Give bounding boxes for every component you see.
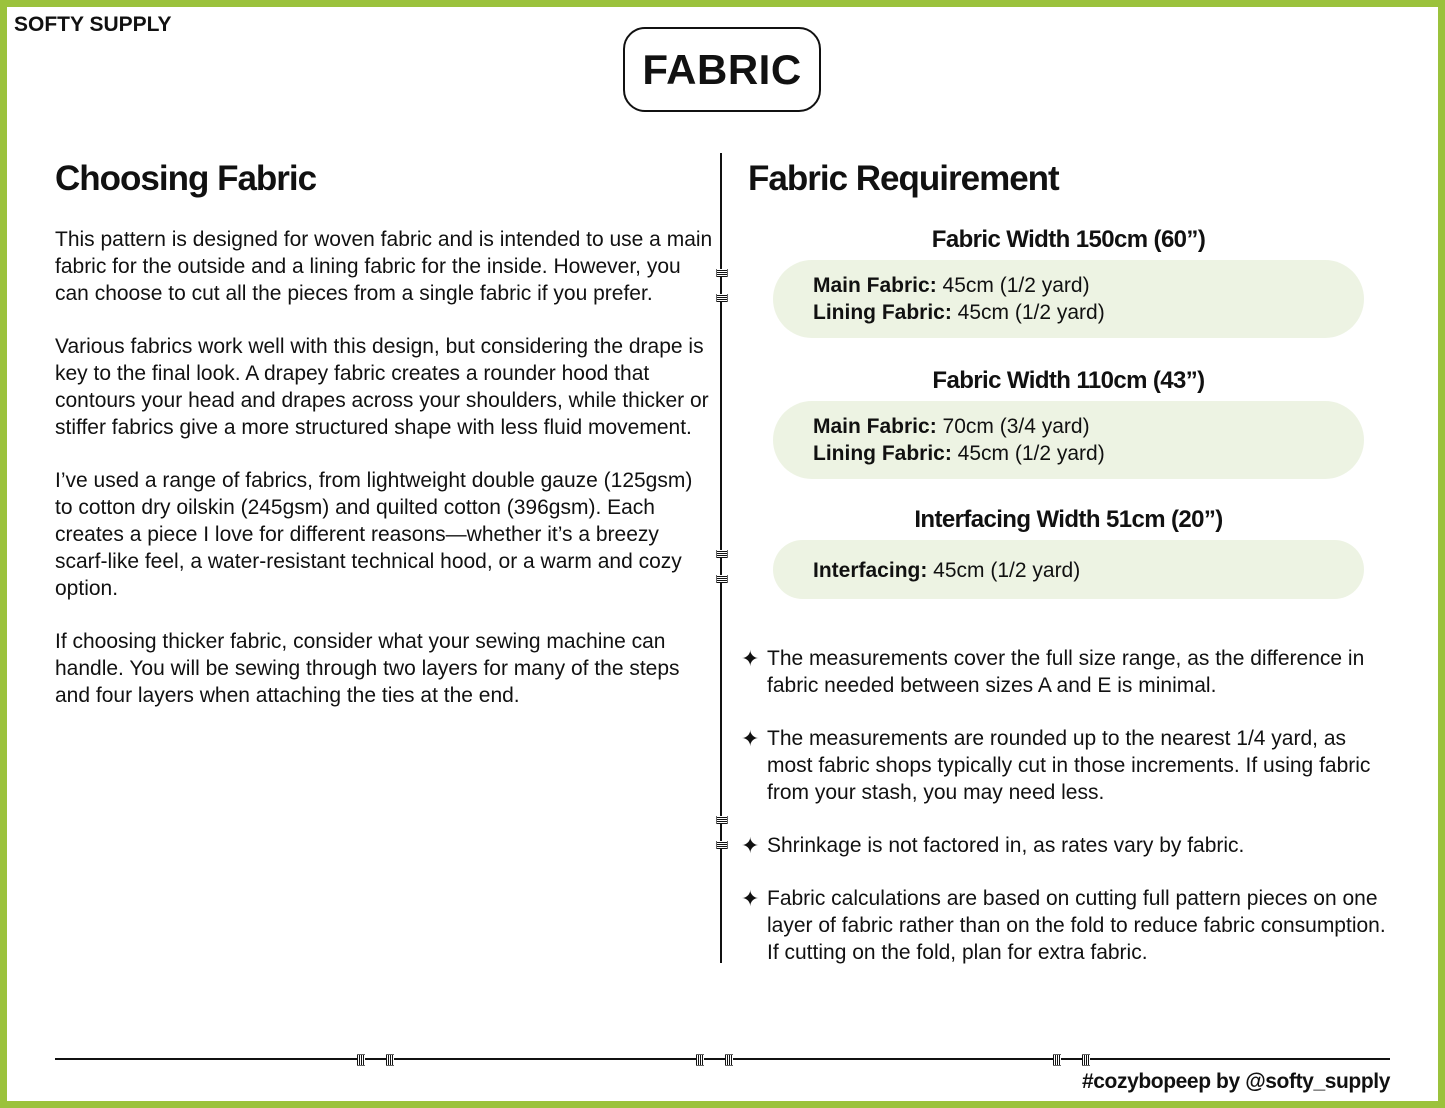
paragraph: If choosing thicker fabric, consider wha… xyxy=(55,630,680,707)
footer-hashtag: #cozybopeep by @softy_supply xyxy=(1081,1070,1390,1093)
choosing-fabric-body: This pattern is designed for woven fabri… xyxy=(55,226,715,735)
note-text: The measurements cover the full size ran… xyxy=(767,647,1365,697)
row-value: 70cm (3/4 yard) xyxy=(936,415,1090,438)
list-item: ✦ The measurements are rounded up to the … xyxy=(741,725,1391,806)
row-value: 45cm (1/2 yard) xyxy=(951,442,1105,465)
requirement-section: Fabric Width 150cm (60”) Main Fabric: 45… xyxy=(773,226,1364,338)
fabric-requirement-heading: Fabric Requirement xyxy=(748,159,1060,198)
sparkle-icon: ✦ xyxy=(741,646,760,671)
row-value: 45cm (1/2 yard) xyxy=(951,301,1105,324)
stitch-mark xyxy=(357,1054,365,1066)
stitch-mark xyxy=(696,1054,704,1066)
stitch-mark xyxy=(1082,1054,1090,1066)
requirement-box: Interfacing: 45cm (1/2 yard) xyxy=(773,540,1364,599)
stitch-mark xyxy=(716,550,728,558)
bottom-divider xyxy=(55,1054,1390,1066)
choosing-fabric-heading: Choosing Fabric xyxy=(55,159,317,198)
sparkle-icon: ✦ xyxy=(741,833,760,858)
row-value: 45cm (1/2 yard) xyxy=(936,274,1090,297)
note-text: Shrinkage is not factored in, as rates v… xyxy=(767,834,1245,857)
section-title: Fabric Width 150cm (60”) xyxy=(931,226,1206,253)
list-item: ✦ Shrinkage is not factored in, as rates … xyxy=(741,832,1391,859)
stitch-mark xyxy=(716,816,728,824)
row-label: Main Fabric: xyxy=(813,415,937,438)
row-label: Lining Fabric: xyxy=(813,442,952,465)
list-item: ✦ The measurements cover the full size ra… xyxy=(741,645,1391,699)
note-text: The measurements are rounded up to the n… xyxy=(767,727,1371,804)
paragraph: I’ve used a range of fabrics, from light… xyxy=(55,469,693,600)
stitch-mark xyxy=(716,841,728,849)
requirement-box: Main Fabric: 70cm (3/4 yard) Lining Fabr… xyxy=(773,401,1364,479)
list-item: ✦ Fabric calculations are based on cuttin… xyxy=(741,885,1391,966)
sparkle-icon: ✦ xyxy=(741,886,760,911)
note-text: Fabric calculations are based on cutting… xyxy=(767,887,1386,964)
row-value: 45cm (1/2 yard) xyxy=(927,559,1081,582)
notes-list: ✦ The measurements cover the full size ra… xyxy=(741,645,1391,992)
row-label: Interfacing: xyxy=(813,559,928,582)
row-label: Main Fabric: xyxy=(813,274,937,297)
brand-name: SOFTY SUPPLY xyxy=(14,13,172,36)
row-label: Lining Fabric: xyxy=(813,301,952,324)
paragraph: Various fabrics work well with this desi… xyxy=(55,335,709,439)
stitch-mark xyxy=(1053,1054,1061,1066)
stitch-mark xyxy=(716,269,728,277)
page-title: FABRIC xyxy=(623,27,821,112)
stitch-mark xyxy=(716,575,728,583)
section-title: Interfacing Width 51cm (20”) xyxy=(914,506,1223,533)
column-divider xyxy=(716,153,728,963)
requirement-section: Interfacing Width 51cm (20”) Interfacing… xyxy=(773,506,1364,599)
paragraph: This pattern is designed for woven fabri… xyxy=(55,228,713,305)
section-title: Fabric Width 110cm (43”) xyxy=(932,367,1205,394)
stitch-mark xyxy=(725,1054,733,1066)
requirement-section: Fabric Width 110cm (43”) Main Fabric: 70… xyxy=(773,367,1364,479)
stitch-mark xyxy=(386,1054,394,1066)
requirement-box: Main Fabric: 45cm (1/2 yard) Lining Fabr… xyxy=(773,260,1364,338)
sparkle-icon: ✦ xyxy=(741,726,760,751)
stitch-mark xyxy=(716,294,728,302)
